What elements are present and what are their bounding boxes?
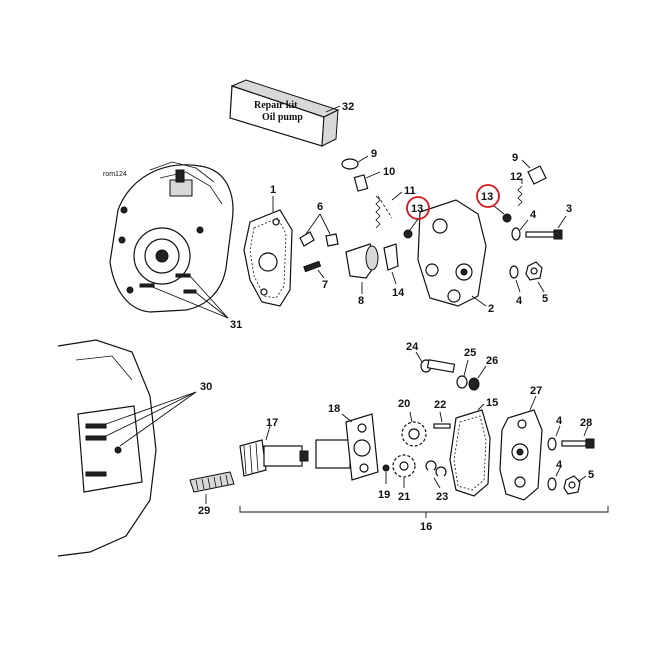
callout-23: 23 (436, 491, 448, 503)
check-valve-parts: 24 25 26 (406, 341, 498, 391)
engine-case-upper: 31 (109, 161, 242, 331)
callout-22: 22 (434, 399, 446, 411)
repair-kit-label-line2: Oil pump (262, 112, 303, 123)
callout-4b: 4 (516, 295, 523, 307)
gasket-1: 1 (243, 184, 293, 307)
callout-3: 3 (566, 203, 572, 215)
callout-21: 21 (398, 491, 410, 503)
pump-cover-2: 2 (403, 199, 494, 315)
callout-7: 7 (322, 279, 328, 291)
callout-4c: 4 (556, 415, 563, 427)
callout-12: 12 (510, 171, 522, 183)
callout-16: 16 (420, 521, 432, 533)
callout-8: 8 (358, 295, 364, 307)
callout-20: 20 (398, 398, 410, 410)
callout-13b: 13 (481, 191, 493, 203)
pump-body-18: 18 19 (315, 403, 390, 501)
callout-18: 18 (328, 403, 340, 415)
catalog-code: rom124 (103, 171, 127, 178)
callout-14: 14 (392, 287, 405, 299)
callout-24: 24 (406, 341, 419, 353)
pump-cover-27: 27 (499, 385, 543, 501)
engine-case-lower: 30 (57, 339, 212, 557)
callout-28: 28 (580, 417, 592, 429)
callout-26: 26 (486, 355, 498, 367)
callout-13a: 13 (411, 203, 423, 215)
callout-32: 32 (342, 101, 354, 113)
gasket-15: 15 (449, 397, 498, 497)
pump-gears: 20 21 22 23 (392, 398, 451, 503)
callout-4d: 4 (556, 459, 563, 471)
callout-5b: 5 (588, 469, 594, 481)
callout-31: 31 (230, 319, 242, 331)
callout-9a: 9 (371, 148, 377, 160)
drive-gear-17: 17 (239, 417, 309, 477)
lower-right-fasteners: 4 28 4 5 (547, 415, 595, 495)
callout-11: 11 (404, 185, 416, 197)
callout-1: 1 (270, 184, 276, 196)
callout-27: 27 (530, 385, 542, 397)
highlighted-callouts-13: 13 13 (406, 184, 512, 231)
callout-9b: 9 (512, 152, 518, 164)
callout-5a: 5 (542, 293, 548, 305)
callout-4a: 4 (530, 209, 537, 221)
callout-6: 6 (317, 201, 323, 213)
callout-30: 30 (200, 381, 212, 393)
callout-17: 17 (266, 417, 278, 429)
upper-right-fasteners: 9 12 4 3 4 5 (509, 152, 572, 307)
worm-gear-29: 29 (189, 471, 235, 517)
callout-15: 15 (486, 397, 498, 409)
assembly-bracket-16: 16 (239, 506, 609, 533)
upper-pump-screws: 9 10 11 (341, 148, 416, 229)
callout-25: 25 (464, 347, 476, 359)
callout-19: 19 (378, 489, 390, 501)
callout-2: 2 (488, 303, 494, 315)
repair-kit-label-line1: Repair kit (254, 100, 298, 111)
callout-10: 10 (383, 166, 395, 178)
repair-kit-box: Repair kit Oil pump 32 (229, 79, 354, 147)
keys-and-pins: 6 7 8 14 (299, 201, 405, 307)
callout-29: 29 (198, 505, 210, 517)
